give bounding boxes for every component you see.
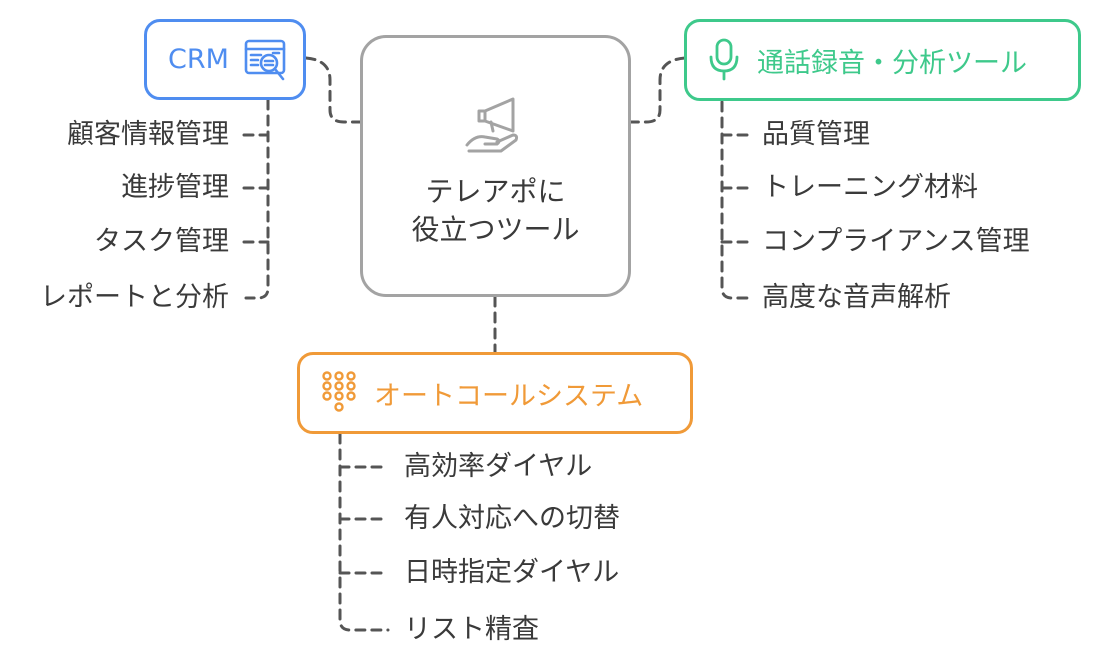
autocall-item-2: 有人対応への切替 — [404, 503, 620, 534]
crm-item-3: タスク管理 — [94, 226, 229, 257]
microphone-icon — [709, 38, 739, 81]
autocall-node[interactable]: オートコールシステム — [297, 352, 693, 434]
megaphone-hand-icon — [465, 97, 518, 153]
crm-item-1: 顧客情報管理 — [67, 119, 229, 150]
recording-node[interactable]: 通話録音・分析ツール — [684, 19, 1081, 101]
crm-node[interactable]: CRM — [144, 19, 306, 100]
center-title-line1: テレアポに — [425, 175, 566, 208]
dialpad-icon — [322, 371, 356, 412]
recording-item-2: トレーニング材料 — [762, 172, 978, 203]
recording-item-3: コンプライアンス管理 — [762, 226, 1030, 257]
document-search-icon — [244, 39, 286, 80]
crm-item-4: レポートと分析 — [40, 282, 229, 313]
autocall-title: オートコールシステム — [374, 380, 644, 412]
crm-item-2: 進捗管理 — [121, 172, 229, 203]
crm-title: CRM — [168, 44, 229, 75]
recording-title: 通話録音・分析ツール — [757, 47, 1027, 79]
recording-item-1: 品質管理 — [762, 119, 870, 150]
recording-item-4: 高度な音声解析 — [762, 282, 951, 313]
autocall-item-1: 高効率ダイヤル — [404, 451, 593, 482]
center-title-line2: 役立つツール — [411, 213, 580, 246]
autocall-item-4: リスト精査 — [404, 614, 539, 645]
center-node: テレアポに 役立つツール — [360, 35, 631, 297]
autocall-item-3: 日時指定ダイヤル — [404, 557, 620, 588]
